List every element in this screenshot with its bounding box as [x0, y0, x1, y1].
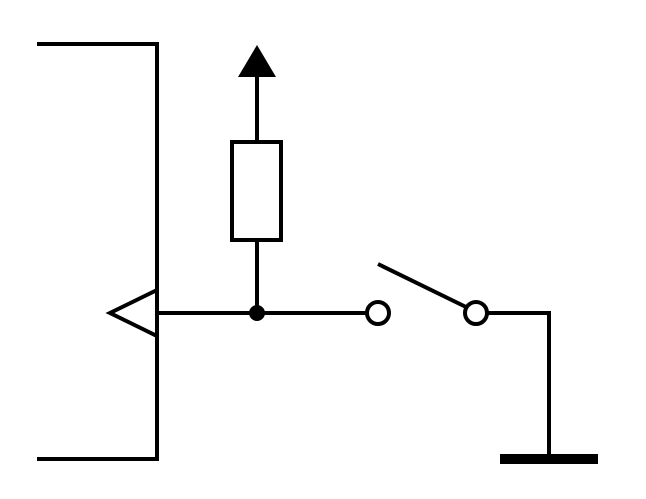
input-marker	[105, 286, 159, 340]
supply-arrow-icon	[238, 45, 276, 77]
switch-lever	[377, 262, 467, 309]
ground-wire	[487, 311, 551, 459]
ground-icon	[500, 454, 598, 464]
switch-left-terminal	[365, 300, 391, 326]
input-pin-body	[37, 42, 159, 461]
switch-right-terminal	[463, 300, 489, 326]
pull-up-resistor	[230, 140, 283, 242]
